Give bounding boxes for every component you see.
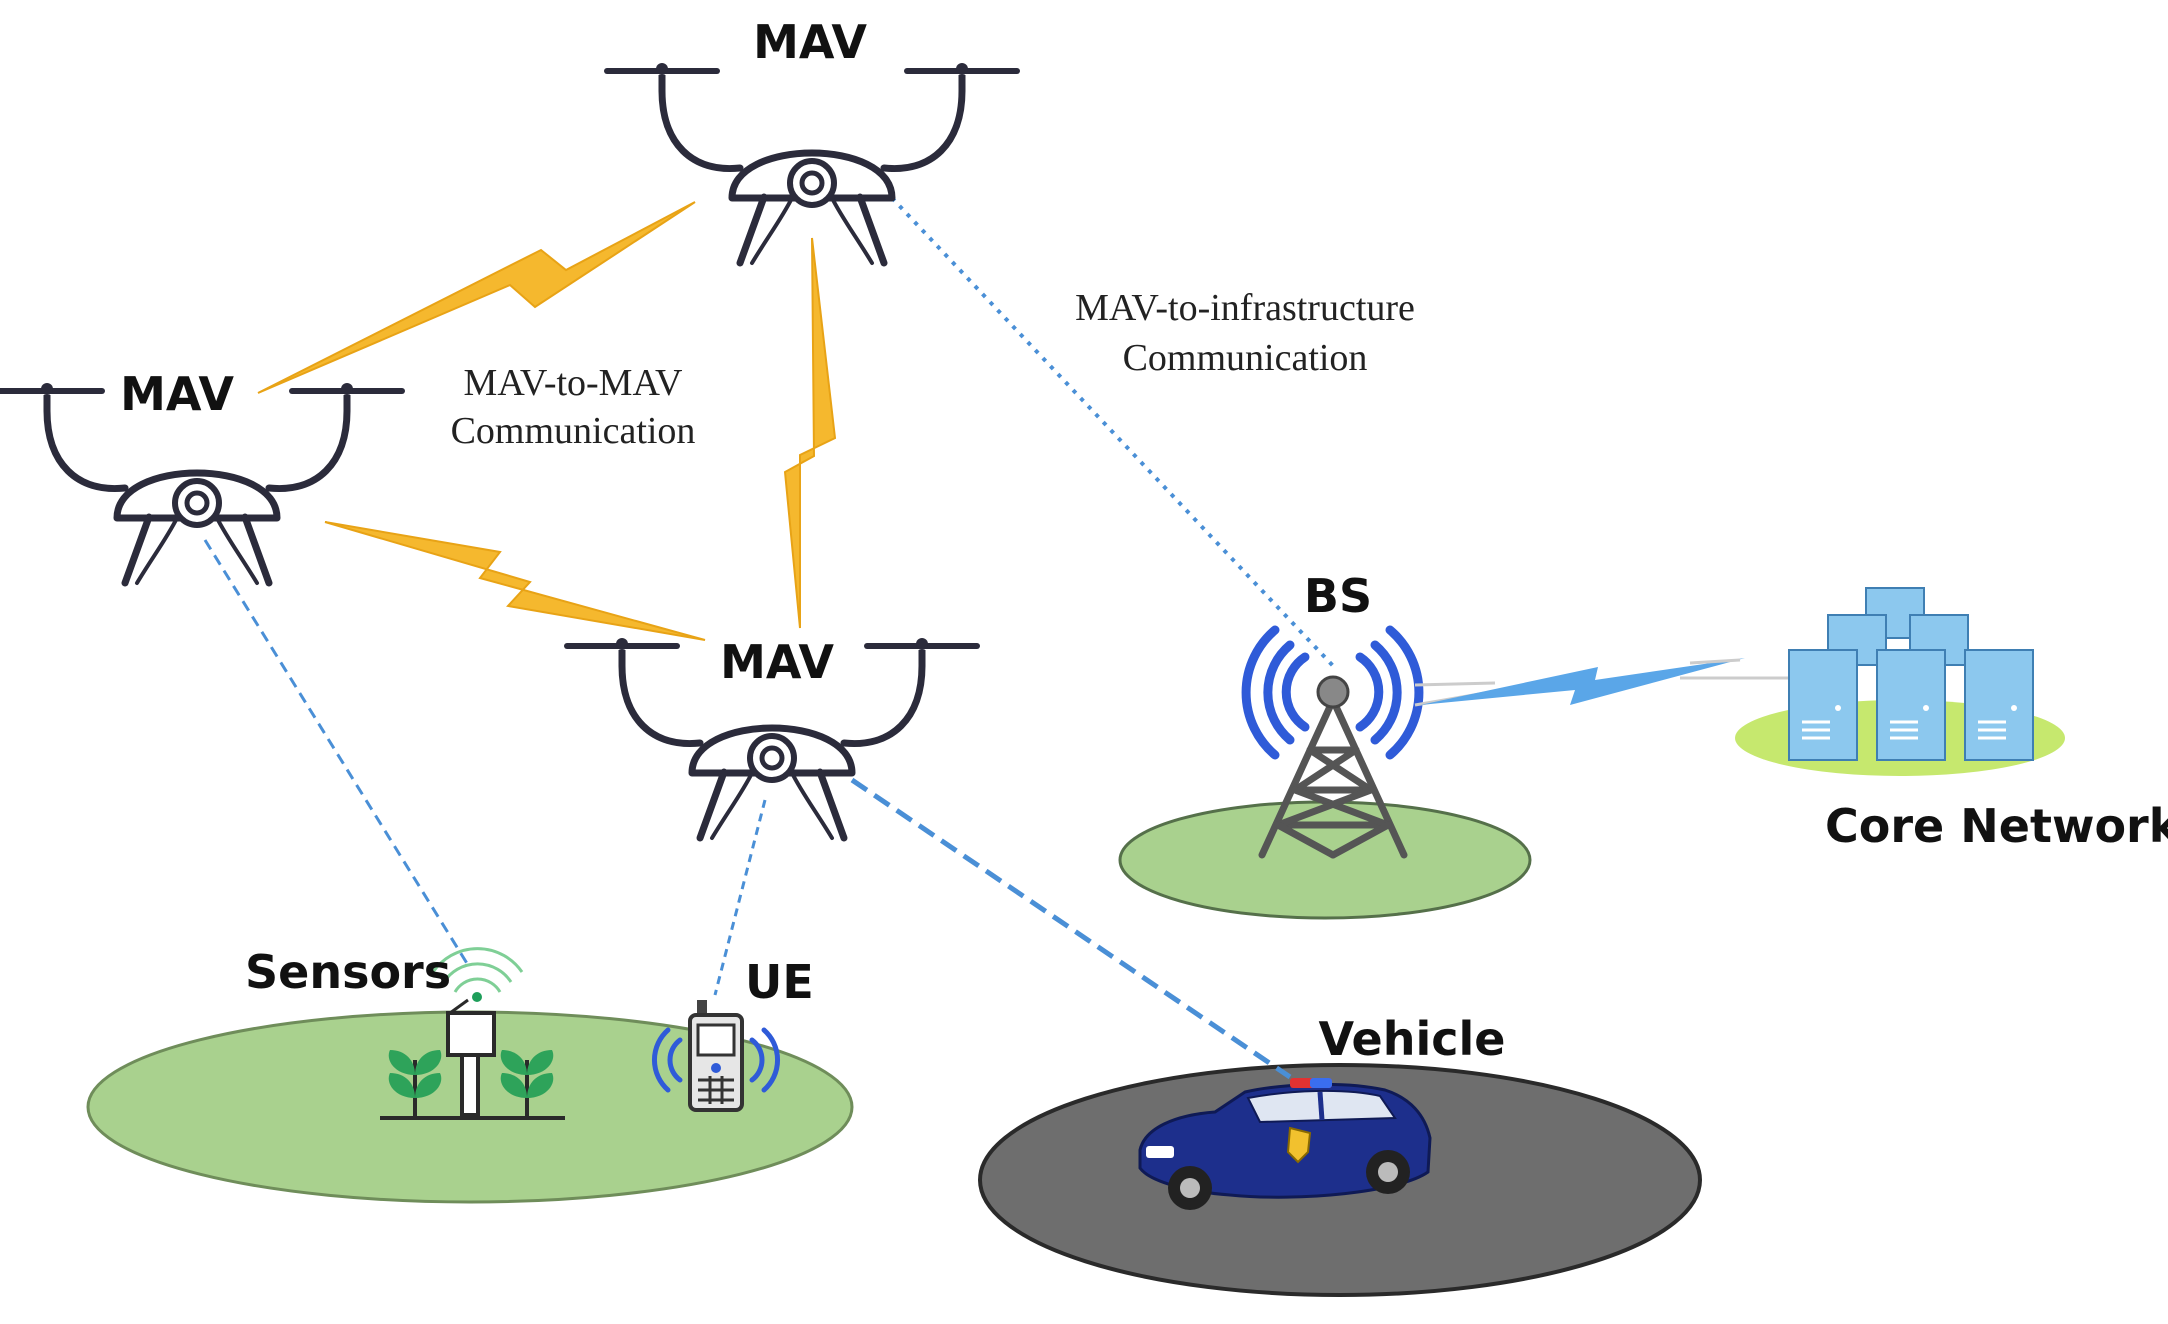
base-station-tower-icon [1241,625,1424,859]
sensors-label: Sensors [245,945,451,999]
link-mav-to-ue [713,799,767,996]
lightning-link-top-bottom [783,237,837,629]
plant-right-icon [500,1050,554,1118]
mav-left-label: MAV [120,367,234,421]
police-car-icon [1138,1078,1432,1210]
vehicle-label: Vehicle [1318,1012,1505,1066]
link-mav-to-bs [890,196,1337,670]
mav-top-label: MAV [753,15,867,69]
lightning-link-left-bottom [324,521,706,641]
plant-left-icon [388,1050,442,1118]
mav-bottom-label: MAV [720,635,834,689]
link-mav-to-sensors [203,539,470,966]
sensor-icon [380,947,565,1120]
mav-to-mav-annotation-line1: MAV-to-MAV [464,362,683,404]
server-cluster-icon [1788,587,2034,761]
lightning-link-top-left [257,201,696,394]
mav-to-mav-links [257,201,837,641]
mav-to-infra-annotation-line1: MAV-to-infrastructure [1075,287,1415,329]
ue-label: UE [745,955,814,1009]
bs-label: BS [1304,569,1372,623]
ground-links [203,196,1337,1080]
link-mav-to-vehicle [850,777,1292,1080]
bs-ground [1118,800,1532,920]
mav-to-mav-annotation-line2: Communication [451,410,696,452]
phone-icon [652,1000,780,1112]
mav-to-infra-annotation-line2: Communication [1123,337,1368,379]
mav-top-drone-icon [607,63,1017,263]
core-network-label: Core Network [1825,799,2168,853]
bs-core-link [1414,658,1790,707]
labels: MAV MAV MAV BS Core Network Sensors UE V… [120,15,2168,1066]
